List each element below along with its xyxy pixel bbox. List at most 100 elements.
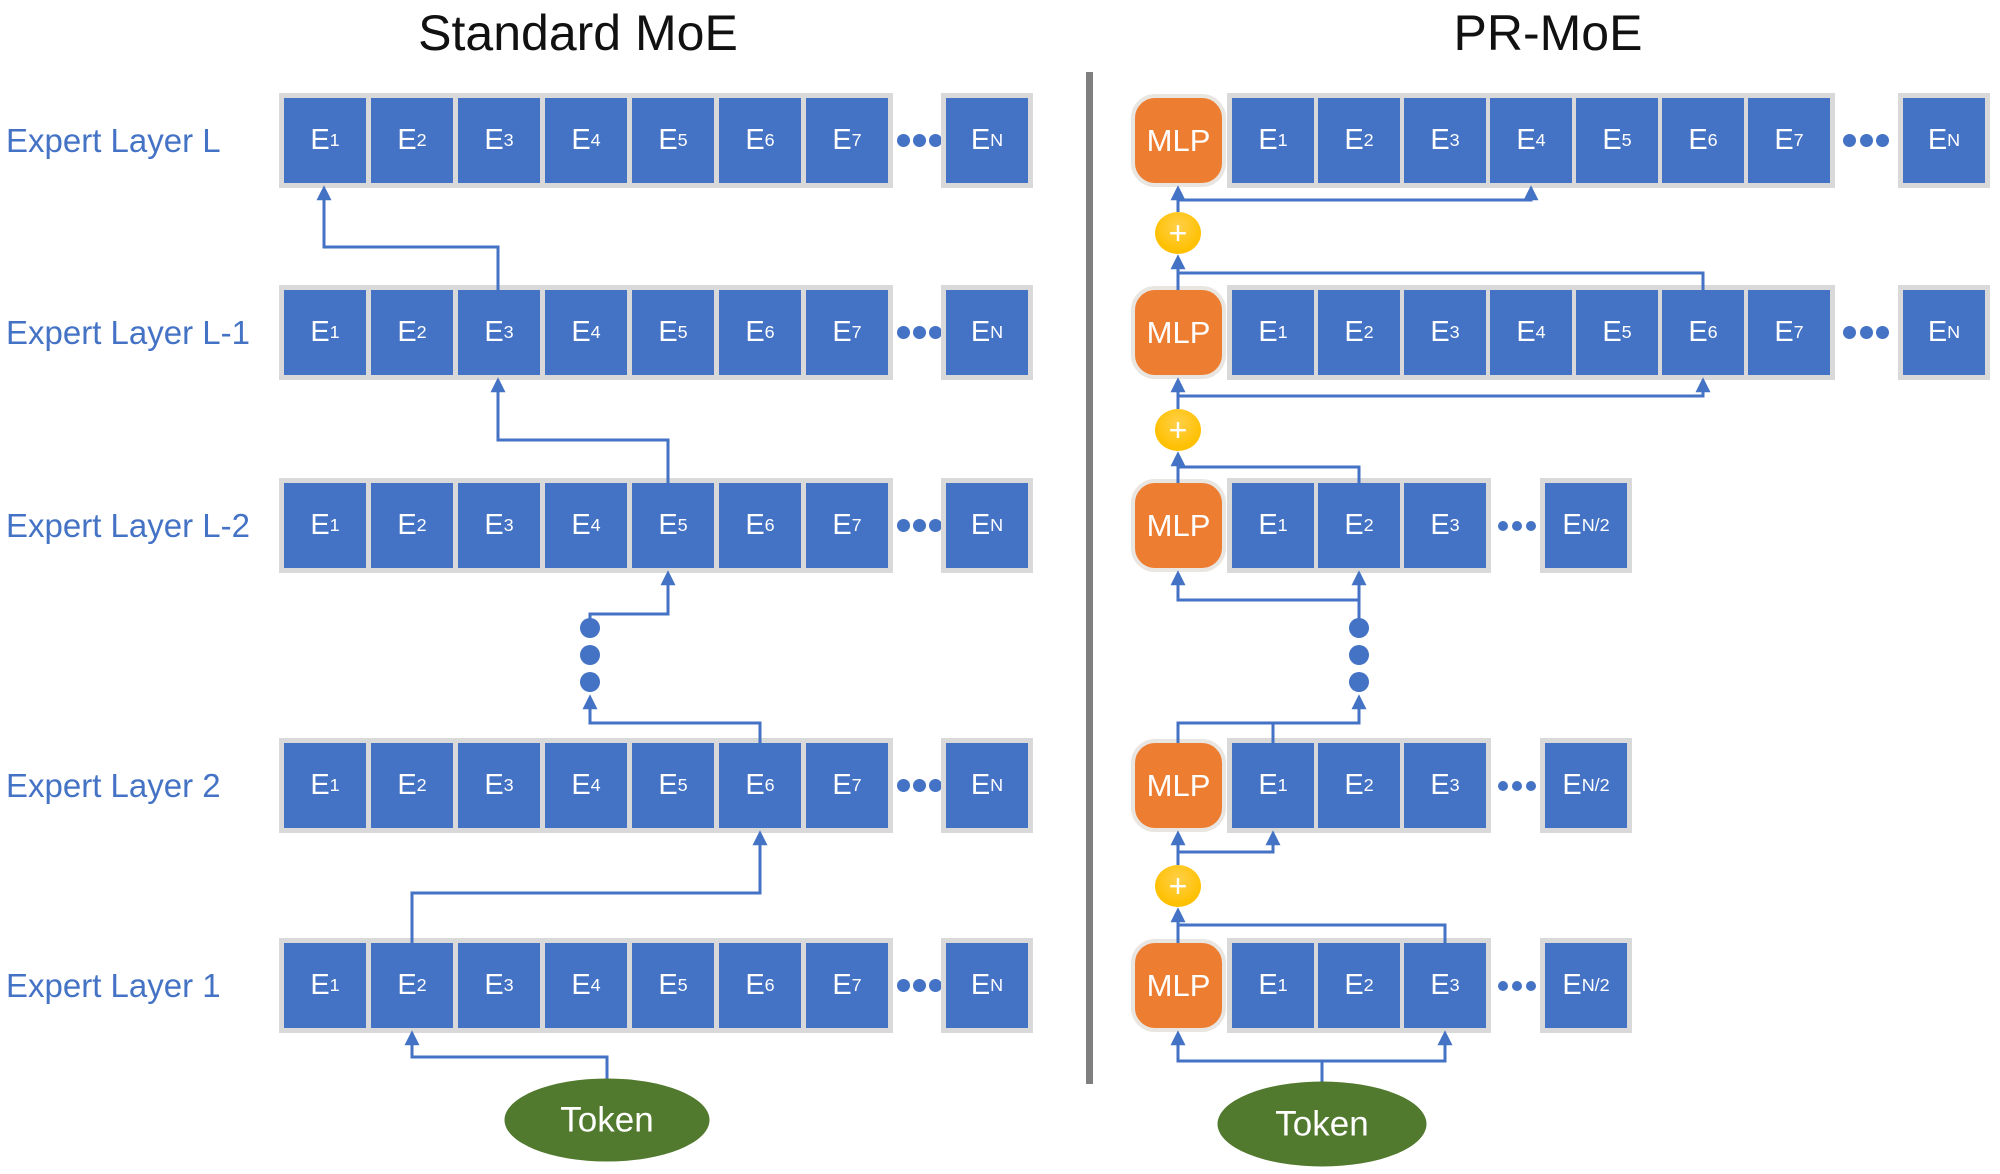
expert-label: E	[484, 509, 504, 541]
expert-label: E	[1258, 316, 1278, 348]
horizontal-ellipsis-icon	[897, 979, 942, 992]
routing-connector	[410, 830, 768, 943]
ellipsis-dot	[1526, 520, 1536, 531]
expert-label: E	[571, 509, 591, 541]
ellipsis-dot	[1512, 980, 1522, 991]
expert-label: E	[1430, 509, 1450, 541]
ellipsis-dot	[913, 519, 926, 532]
routing-connector	[404, 1030, 609, 1079]
mlp-box: MLP	[1131, 479, 1226, 572]
expert-layer-label: Expert Layer 1	[6, 966, 221, 1004]
expert-label: E	[1344, 316, 1364, 348]
expert-label: E	[397, 769, 417, 801]
routing-connector	[490, 377, 670, 483]
expert-label: E	[1602, 124, 1622, 156]
ellipsis-dot	[1512, 520, 1522, 531]
expert-label: E	[571, 124, 591, 156]
horizontal-ellipsis-icon	[1498, 980, 1536, 991]
title-standard-moe: Standard MoE	[418, 5, 738, 61]
mlp-box: MLP	[1131, 286, 1226, 379]
expert-label: E	[1344, 124, 1364, 156]
expert-label: E	[1258, 124, 1278, 156]
panel-divider	[1086, 72, 1093, 1084]
ellipsis-dot	[897, 779, 910, 792]
expert-label: E	[484, 124, 504, 156]
expert-label: E	[1602, 316, 1622, 348]
ellipsis-dot	[897, 979, 910, 992]
token-node-left: Token	[504, 1078, 710, 1162]
ellipsis-dot	[1859, 134, 1873, 147]
expert-label: E	[1927, 316, 1948, 348]
expert-label: E	[397, 969, 417, 1001]
expert-layer-label: Expert Layer 2	[6, 766, 221, 804]
expert-label: E	[658, 509, 678, 541]
ellipsis-dot	[929, 979, 942, 992]
expert-label: E	[571, 316, 591, 348]
expert-label: E	[970, 969, 991, 1001]
expert-label: E	[832, 509, 852, 541]
expert-label: E	[1344, 969, 1364, 1001]
ellipsis-dot	[1349, 645, 1369, 665]
expert-label: E	[832, 316, 852, 348]
expert-label: E	[1927, 124, 1948, 156]
expert-label: E	[1774, 316, 1794, 348]
ellipsis-dot	[1526, 980, 1536, 991]
token-label: Token	[1275, 1104, 1369, 1143]
routing-connector	[1322, 1030, 1453, 1063]
expert-label: E	[1516, 124, 1536, 156]
expert-label: E	[310, 969, 330, 1001]
expert-label: E	[1258, 509, 1278, 541]
expert-label: E	[1516, 316, 1536, 348]
ellipsis-dot	[1843, 326, 1856, 339]
expert-label: E	[1430, 969, 1450, 1001]
expert-label: E	[397, 509, 417, 541]
routing-connector	[582, 694, 762, 743]
ellipsis-dot	[929, 134, 942, 147]
ellipsis-dot	[1876, 326, 1889, 339]
ellipsis-dot	[1349, 618, 1369, 638]
mlp-box: MLP	[1131, 739, 1226, 832]
ellipsis-dot	[929, 326, 942, 339]
expert-label: E	[1258, 769, 1278, 801]
ellipsis-dot	[913, 326, 926, 339]
expert-label: E	[310, 509, 330, 541]
vertical-ellipsis-icon	[580, 618, 1369, 692]
expert-label: E	[970, 316, 991, 348]
horizontal-ellipsis-icon	[897, 519, 942, 532]
expert-layer-label: Expert Layer L-1	[6, 313, 250, 351]
